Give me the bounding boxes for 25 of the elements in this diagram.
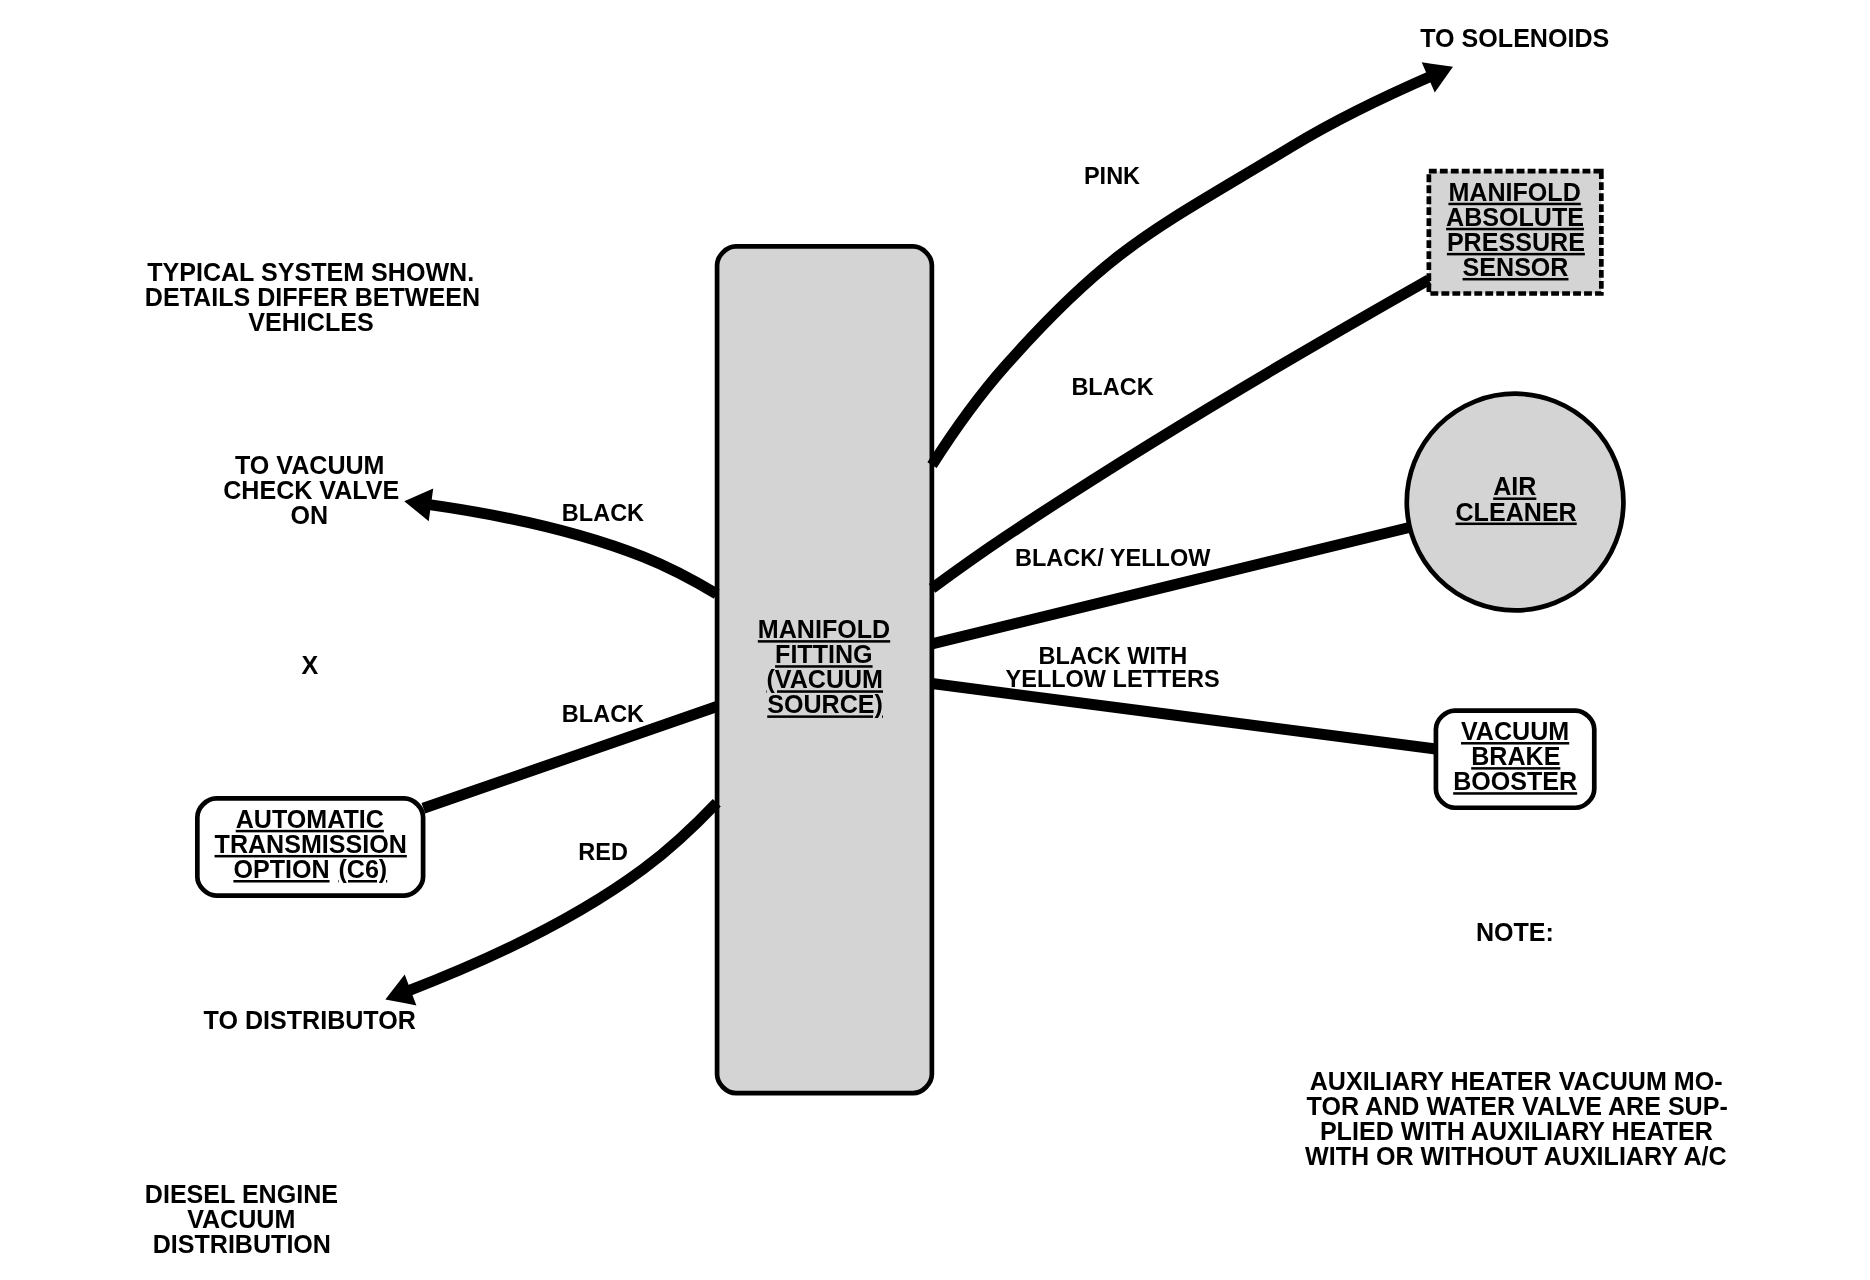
node-box: MANIFOLD FITTING (VACUUM SOURCE) xyxy=(714,244,935,1096)
node-box: AUTOMATIC TRANSMISSION OPTION (C6) xyxy=(195,796,426,898)
caption: DIESEL ENGINE VACUUM DISTRIBUTION xyxy=(144,1179,339,1258)
node-text: TO DISTRIBUTOR xyxy=(203,1005,416,1034)
label: X xyxy=(301,651,319,680)
connector xyxy=(931,678,1437,755)
edge-label: BLACK/ YELLOW xyxy=(1014,545,1211,572)
edge-label: RED xyxy=(578,838,628,865)
label: AUXILIARY HEATER VACUUM MO- TOR AND WATER VALVE ARE SUP- PLIED WITH AUXILIARY HEATER WITH OR WITHOUT AUXILIARY A/C xyxy=(1305,1066,1728,1170)
arrow xyxy=(927,62,1453,469)
connector xyxy=(928,274,1432,593)
edge-label: BLACK xyxy=(561,700,645,727)
label: NOTE: xyxy=(1475,917,1554,946)
node-box: VACUUM BRAKE BOOSTER xyxy=(1433,708,1597,811)
edge-label: BLACK xyxy=(1071,374,1154,401)
arrow xyxy=(385,798,721,1006)
edge-label: BLACK WITH YELLOW LETTERS xyxy=(1005,642,1220,693)
node-text: TO VACUUM CHECK VALVE ON xyxy=(223,450,400,529)
node-circle: AIR CLEANER xyxy=(1404,391,1626,613)
edge-label: PINK xyxy=(1083,162,1141,189)
node-text: TO SOLENOIDS xyxy=(1420,24,1610,53)
arrow xyxy=(404,488,720,599)
label: TYPICAL SYSTEM SHOWN. DETAILS DIFFER BETWEEN VEHICLES xyxy=(144,257,481,336)
edge-label: BLACK xyxy=(561,499,645,526)
node-box: MANIFOLD ABSOLUTE PRESSURE SENSOR xyxy=(1426,168,1604,296)
